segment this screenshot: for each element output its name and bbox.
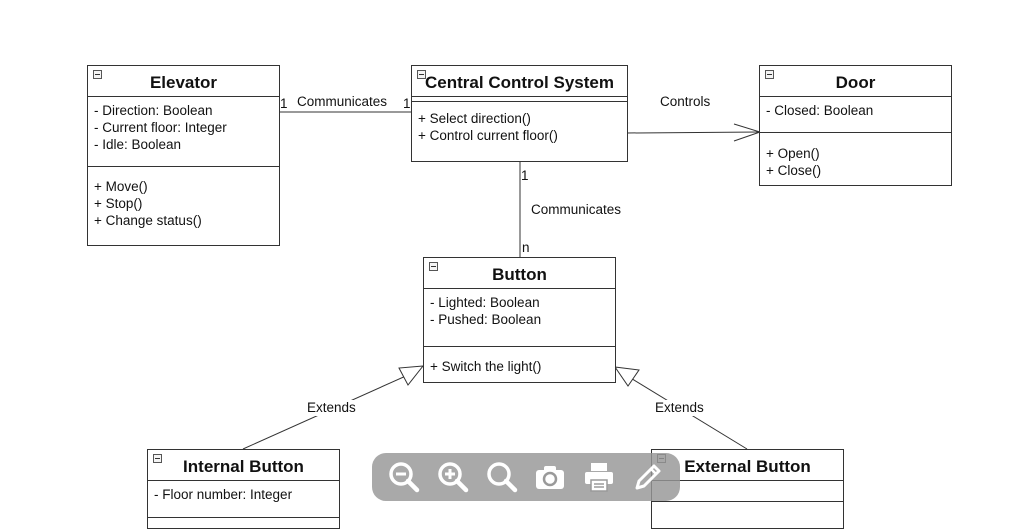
class-name: Button — [492, 265, 547, 284]
zoom-out-icon[interactable] — [385, 458, 423, 496]
generalization-label: Extends — [307, 400, 356, 416]
class-door[interactable]: Door - Closed: Boolean + Open() + Close(… — [759, 65, 952, 186]
method: + Stop() — [94, 196, 143, 211]
attribute: - Direction: Boolean — [94, 103, 213, 118]
attributes-section: - Closed: Boolean — [760, 97, 951, 133]
class-name: Internal Button — [183, 457, 304, 476]
class-header: Button — [424, 258, 615, 289]
collapse-icon[interactable] — [429, 262, 438, 271]
methods-section: + Select direction() + Control current f… — [412, 102, 627, 149]
attribute: - Closed: Boolean — [766, 103, 874, 118]
class-name: Elevator — [149, 73, 218, 92]
association-label: Communicates — [297, 94, 388, 109]
attributes-section — [412, 97, 627, 102]
collapse-icon[interactable] — [765, 70, 774, 79]
attributes-section: - Direction: Boolean - Current floor: In… — [88, 97, 279, 167]
association-label: Controls — [660, 94, 711, 109]
class-header: Internal Button — [148, 450, 339, 481]
class-internal-button[interactable]: Internal Button - Floor number: Integer — [147, 449, 340, 529]
method: + Control current floor() — [418, 128, 558, 143]
class-header: Central Control System — [412, 66, 627, 97]
method: + Open() — [766, 146, 820, 161]
methods-section: + Switch the light() — [424, 347, 615, 380]
attributes-section: - Floor number: Integer — [148, 481, 339, 518]
multiplicity-label: 1 — [280, 96, 288, 111]
attributes-section — [652, 481, 843, 502]
class-header: External Button — [652, 450, 843, 481]
class-header: Door — [760, 66, 951, 97]
hollow-triangle-arrowhead — [398, 365, 425, 386]
method: + Select direction() — [418, 111, 531, 126]
class-elevator[interactable]: Elevator - Direction: Boolean - Current … — [87, 65, 280, 246]
method: + Switch the light() — [430, 359, 542, 374]
zoom-reset-icon[interactable] — [483, 458, 521, 496]
viewer-toolbar — [372, 453, 680, 501]
hollow-triangle-arrowhead — [613, 366, 640, 387]
method: + Change status() — [94, 213, 202, 228]
methods-section: + Open() + Close() — [760, 133, 951, 184]
camera-icon[interactable] — [531, 458, 569, 496]
zoom-in-icon[interactable] — [434, 458, 472, 496]
method: + Close() — [766, 163, 822, 178]
print-icon[interactable] — [580, 458, 618, 496]
attributes-section: - Lighted: Boolean - Pushed: Boolean — [424, 289, 615, 347]
class-header: Elevator — [88, 66, 279, 97]
multiplicity-label: 1 — [521, 168, 529, 183]
class-name: Central Control System — [425, 73, 614, 92]
association-label: Communicates — [531, 202, 622, 217]
diagram-canvas: Elevator - Direction: Boolean - Current … — [87, 65, 952, 529]
attribute: - Pushed: Boolean — [430, 312, 542, 327]
class-button[interactable]: Button - Lighted: Boolean - Pushed: Bool… — [423, 257, 616, 383]
collapse-icon[interactable] — [93, 70, 102, 79]
attribute: - Floor number: Integer — [154, 487, 293, 502]
class-external-button[interactable]: External Button — [651, 449, 844, 529]
class-name: External Button — [684, 457, 811, 476]
class-central-control-system[interactable]: Central Control System + Select directio… — [411, 65, 628, 162]
collapse-icon[interactable] — [417, 70, 426, 79]
method: + Move() — [94, 179, 148, 194]
attribute: - Current floor: Integer — [94, 120, 227, 135]
multiplicity-label: 1 — [403, 96, 411, 111]
collapse-icon[interactable] — [153, 454, 162, 463]
attribute: - Lighted: Boolean — [430, 295, 540, 310]
methods-section: + Move() + Stop() + Change status() — [88, 167, 279, 234]
association-central-door — [626, 131, 761, 134]
class-name: Door — [835, 73, 876, 92]
edit-icon[interactable] — [629, 458, 667, 496]
attribute: - Idle: Boolean — [94, 137, 182, 152]
multiplicity-label: n — [522, 240, 530, 255]
generalization-label: Extends — [655, 400, 704, 416]
